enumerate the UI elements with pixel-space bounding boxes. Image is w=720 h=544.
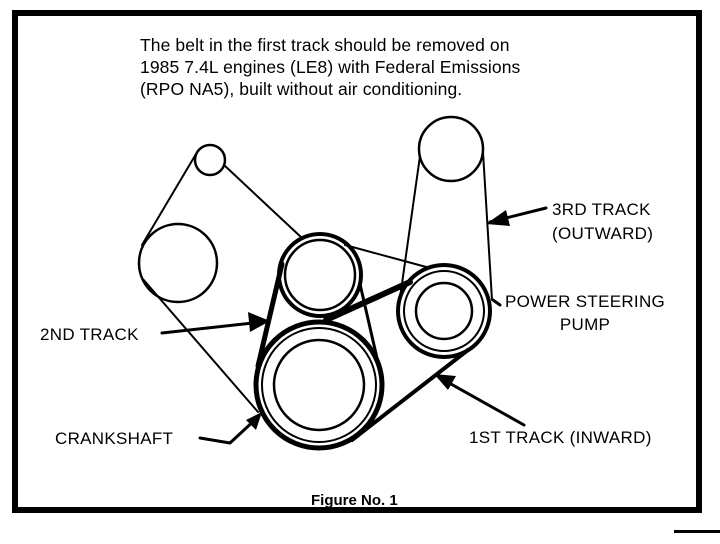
first-track-belt bbox=[141, 153, 431, 413]
label-third-track-line2: (OUTWARD) bbox=[552, 224, 654, 243]
label-second-track: 2ND TRACK bbox=[40, 325, 139, 344]
diagram-frame bbox=[12, 10, 702, 513]
crank-to-ps-belt bbox=[323, 279, 470, 442]
arrowhead-2nd-track bbox=[248, 312, 270, 332]
label-crankshaft: CRANKSHAFT bbox=[55, 429, 174, 448]
arrow-2nd-track bbox=[160, 320, 264, 335]
arrowhead-3rd-track bbox=[486, 210, 510, 226]
arrowhead-crankshaft bbox=[246, 412, 262, 430]
arrow-crankshaft bbox=[198, 416, 259, 445]
arrowhead-1st-track bbox=[434, 374, 456, 390]
left-pulley bbox=[137, 222, 219, 304]
corner-line bbox=[674, 530, 720, 533]
idler-pulley-small bbox=[193, 143, 227, 177]
label-power-steering-pump: POWER STEERING PUMP bbox=[505, 290, 665, 336]
arrow-1st-track bbox=[440, 377, 526, 427]
arrow-power-steering bbox=[491, 298, 502, 307]
label-first-track: 1ST TRACK (INWARD) bbox=[469, 428, 652, 447]
power-steering-pulley bbox=[396, 263, 492, 359]
note-line: (RPO NA5), built without air conditionin… bbox=[140, 79, 463, 99]
crankshaft-pulley bbox=[253, 319, 385, 451]
figure-caption: Figure No. 1 bbox=[311, 492, 398, 509]
top-right-pulley bbox=[417, 115, 485, 183]
diagram-note: The belt in the first track should be re… bbox=[140, 34, 520, 100]
label-power-steering-line1: POWER STEERING bbox=[505, 292, 666, 311]
label-third-track-line1: 3RD TRACK bbox=[552, 200, 651, 219]
label-power-steering-line2: PUMP bbox=[559, 315, 611, 334]
note-line: 1985 7.4L engines (LE8) with Federal Emi… bbox=[140, 57, 521, 77]
label-third-track: 3RD TRACK (OUTWARD) bbox=[552, 198, 653, 246]
note-line: The belt in the first track should be re… bbox=[140, 35, 510, 55]
